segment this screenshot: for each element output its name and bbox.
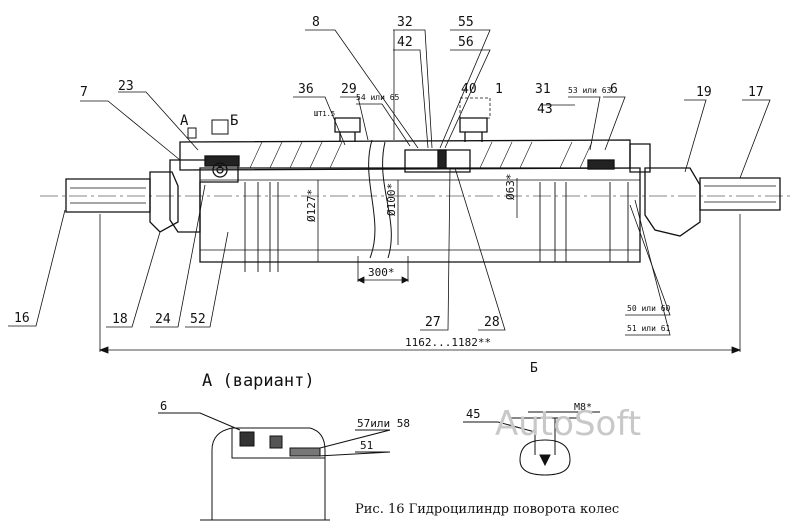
callout-43: 43 [537, 102, 553, 117]
callout-31: 31 [535, 82, 551, 97]
callout-52: 52 [190, 312, 206, 327]
dim-length-300: 300* [368, 266, 395, 279]
callout-8: 8 [312, 15, 320, 30]
callout-6: 6 [610, 82, 618, 97]
cylinder-barrel [199, 167, 641, 263]
callout-56: 56 [458, 35, 474, 50]
callout-19: 19 [696, 85, 712, 100]
callout-40: 40 [461, 82, 477, 97]
detail-a-callout-57-or-58: 57или 58 [357, 417, 410, 430]
piston [404, 149, 471, 173]
figure-caption: Рис. 16 Гидроцилиндр поворота колес [355, 502, 619, 517]
detail-a-callout-6: 6 [160, 399, 167, 413]
view-b-title: Б [530, 361, 538, 376]
callout-51-or-61: 51 или 61 [627, 324, 671, 333]
callout-42: 42 [397, 35, 413, 50]
callout-53-or-63: 53 или 63 [568, 86, 612, 95]
dim-overall-length: 1162...1182** [405, 336, 491, 349]
callout-32: 32 [397, 15, 413, 30]
callout-50-or-60: 50 или 60 [627, 304, 671, 313]
callout-28: 28 [484, 315, 500, 330]
left-nut [149, 171, 179, 233]
dimension-lines [98, 178, 742, 354]
callout-1: 1 [495, 82, 503, 97]
right-gland [629, 143, 651, 173]
left-rod-end [65, 178, 151, 213]
detail-b [463, 411, 600, 476]
callout-17: 17 [748, 85, 764, 100]
detail-b-thread-m8: M8* [574, 402, 592, 413]
callout-7: 7 [80, 85, 88, 100]
callout-55: 55 [458, 15, 474, 30]
callout-labels: 7 23 А Б 36 29 8 32 42 55 56 54 или 65 4… [14, 15, 764, 333]
view-label-a: А [180, 113, 189, 129]
dimension-labels: Ø127* Ø100* Ø63* 300* 1162...1182** ШТ1.… [305, 110, 517, 349]
dim-thread: ШТ1.5 [314, 110, 335, 118]
callout-54-or-65: 54 или 65 [356, 93, 400, 102]
detail-a [158, 412, 391, 521]
watermark: AutoSoft [495, 404, 641, 444]
view-a-title: А (вариант) [202, 371, 315, 391]
callout-29: 29 [341, 82, 357, 97]
detail-a-callout-51: 51 [360, 439, 373, 452]
callout-27: 27 [425, 315, 441, 330]
right-rod-end [699, 177, 781, 211]
dim-diameter-63: Ø63* [504, 174, 517, 201]
callout-36: 36 [298, 82, 314, 97]
leader-lines [8, 29, 771, 336]
callout-23: 23 [118, 79, 134, 94]
callout-18: 18 [112, 312, 128, 327]
callout-24: 24 [155, 312, 171, 327]
dim-diameter-100: Ø100* [385, 183, 398, 216]
main-assembly [40, 97, 790, 272]
fitting-right [459, 117, 488, 142]
detail-b-callout-45: 45 [466, 407, 480, 421]
callout-16: 16 [14, 311, 30, 326]
dim-diameter-127: Ø127* [305, 189, 318, 222]
view-label-b: Б [230, 113, 238, 129]
right-nut [644, 167, 701, 237]
